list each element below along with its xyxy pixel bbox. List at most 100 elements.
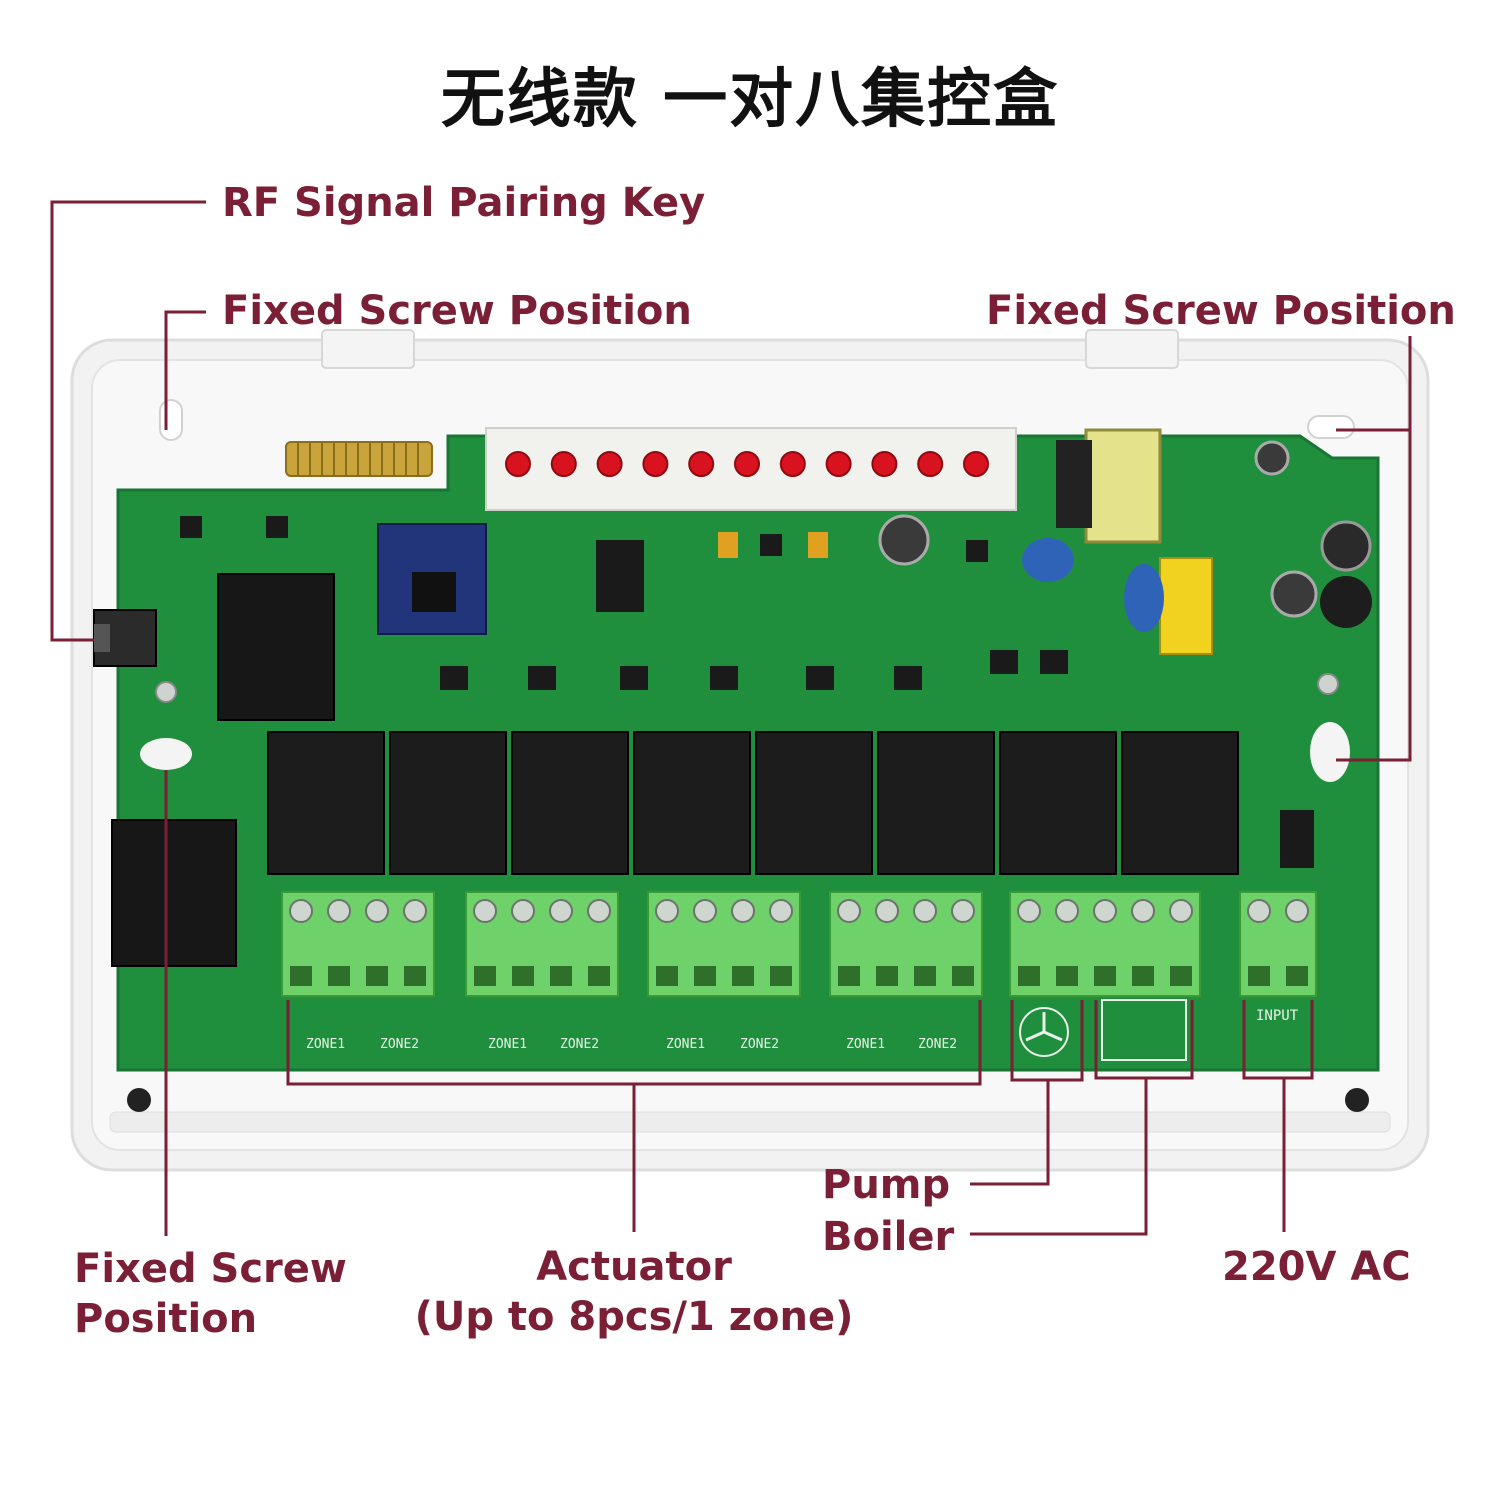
terminal-blocks <box>281 891 1317 997</box>
smd-tantalum <box>718 532 828 558</box>
terminal-socket <box>512 966 534 986</box>
terminal-screw <box>655 899 679 923</box>
status-led <box>825 451 852 477</box>
terminal-screw <box>951 899 975 923</box>
terminal-socket <box>732 966 754 986</box>
terminal-socket <box>474 966 496 986</box>
terminal-screw <box>365 899 389 923</box>
terminal-socket <box>1170 966 1192 986</box>
status-led <box>688 451 715 477</box>
label-actuator-line1: Actuator <box>536 1244 732 1290</box>
terminal-socket <box>952 966 974 986</box>
terminal-screw <box>837 899 861 923</box>
status-led <box>871 451 898 477</box>
label-rf-pairing-key: RF Signal Pairing Key <box>222 180 706 226</box>
terminal-socket <box>694 966 716 986</box>
terminal-socket <box>1056 966 1078 986</box>
electrolytic-cap-3 <box>1270 570 1318 618</box>
terminal-screw <box>511 899 535 923</box>
rf-chip <box>412 572 456 612</box>
terminal-socket <box>588 966 610 986</box>
electrolytic-cap-1 <box>1320 520 1372 572</box>
silk-input: INPUT <box>1256 1008 1299 1024</box>
zone-relay <box>633 731 751 875</box>
enclosure-tab-right <box>1085 329 1179 369</box>
screw-hole-bottom-right <box>1345 1088 1369 1112</box>
screw-slot-bottom-left <box>140 738 192 770</box>
aux-relay-2 <box>111 819 237 967</box>
y-capacitor-2 <box>1124 564 1164 632</box>
page-title: 无线款 一对八集控盒 <box>440 63 1060 137</box>
silk-zone-mark: ZONE2 <box>918 1037 957 1052</box>
terminal-screw <box>769 899 793 923</box>
silk-zone-mark: ZONE2 <box>380 1037 419 1052</box>
status-led <box>642 451 669 477</box>
terminal-screw <box>327 899 351 923</box>
silk-zone-mark: ZONE2 <box>740 1037 779 1052</box>
terminal-socket <box>1248 966 1270 986</box>
zone-relay <box>511 731 629 875</box>
silk-zone-mark: ZONE1 <box>488 1037 527 1052</box>
label-boiler: Boiler <box>822 1214 955 1260</box>
label-screw-bottom-left-line1: Fixed Screw <box>74 1246 347 1292</box>
ic-chip <box>596 540 644 612</box>
terminal-screw <box>693 899 717 923</box>
label-actuator-line2: (Up to 8pcs/1 zone) <box>414 1294 854 1340</box>
zone-relay <box>999 731 1117 875</box>
terminal-socket <box>550 966 572 986</box>
terminal-screw <box>473 899 497 923</box>
aux-relay-1 <box>217 573 335 721</box>
electrolytic-cap-2 <box>1320 576 1372 628</box>
silk-zone-mark: ZONE1 <box>666 1037 705 1052</box>
screw-head-2 <box>1317 673 1339 695</box>
terminal-screw <box>875 899 899 923</box>
terminal-socket <box>328 966 350 986</box>
terminal-socket <box>1094 966 1116 986</box>
terminal-socket <box>876 966 898 986</box>
screw-slot-right <box>1310 722 1350 782</box>
status-led <box>505 451 531 477</box>
terminal-screw <box>1285 899 1309 923</box>
x-capacitor <box>1159 557 1213 655</box>
zone-relay <box>389 731 507 875</box>
terminal-socket <box>1286 966 1308 986</box>
led-row <box>505 451 989 477</box>
terminal-screw <box>403 899 427 923</box>
terminal-screw <box>731 899 755 923</box>
silk-zone-mark: ZONE1 <box>306 1037 345 1052</box>
label-pump: Pump <box>822 1162 951 1208</box>
terminal-socket <box>1018 966 1040 986</box>
screw-slot-top-left <box>159 399 183 441</box>
terminal-screw <box>913 899 937 923</box>
label-actuator: Actuator (Up to 8pcs/1 zone) <box>414 1242 854 1342</box>
label-screw-bottom-left: Fixed Screw Position <box>74 1244 347 1344</box>
terminal-socket <box>366 966 388 986</box>
terminal-socket <box>770 966 792 986</box>
relay-row <box>267 731 1239 875</box>
terminal-socket <box>1132 966 1154 986</box>
status-led <box>596 451 623 477</box>
zone-relay <box>755 731 873 875</box>
terminal-socket <box>656 966 678 986</box>
label-power: 220V AC <box>1222 1244 1411 1290</box>
enclosure-tab-left <box>321 329 415 369</box>
ic-chip-right <box>1280 810 1314 868</box>
transformer <box>1084 428 1162 544</box>
status-led <box>550 451 577 477</box>
terminal-screw <box>549 899 573 923</box>
terminal-socket <box>838 966 860 986</box>
silk-zone-mark: ZONE2 <box>560 1037 599 1052</box>
screw-hole-bottom-left <box>127 1088 151 1112</box>
terminal-screw <box>1055 899 1079 923</box>
zone-relay <box>267 731 385 875</box>
screw-head-1 <box>155 681 177 703</box>
terminal-socket <box>404 966 426 986</box>
screw-slot-top-right <box>1307 415 1355 439</box>
electrolytic-cap-5 <box>878 514 930 566</box>
pairing-button <box>94 624 110 652</box>
y-capacitor-1 <box>1022 538 1074 582</box>
terminal-screw <box>1131 899 1155 923</box>
label-screw-bottom-left-line2: Position <box>74 1296 258 1342</box>
terminal-screw <box>289 899 313 923</box>
